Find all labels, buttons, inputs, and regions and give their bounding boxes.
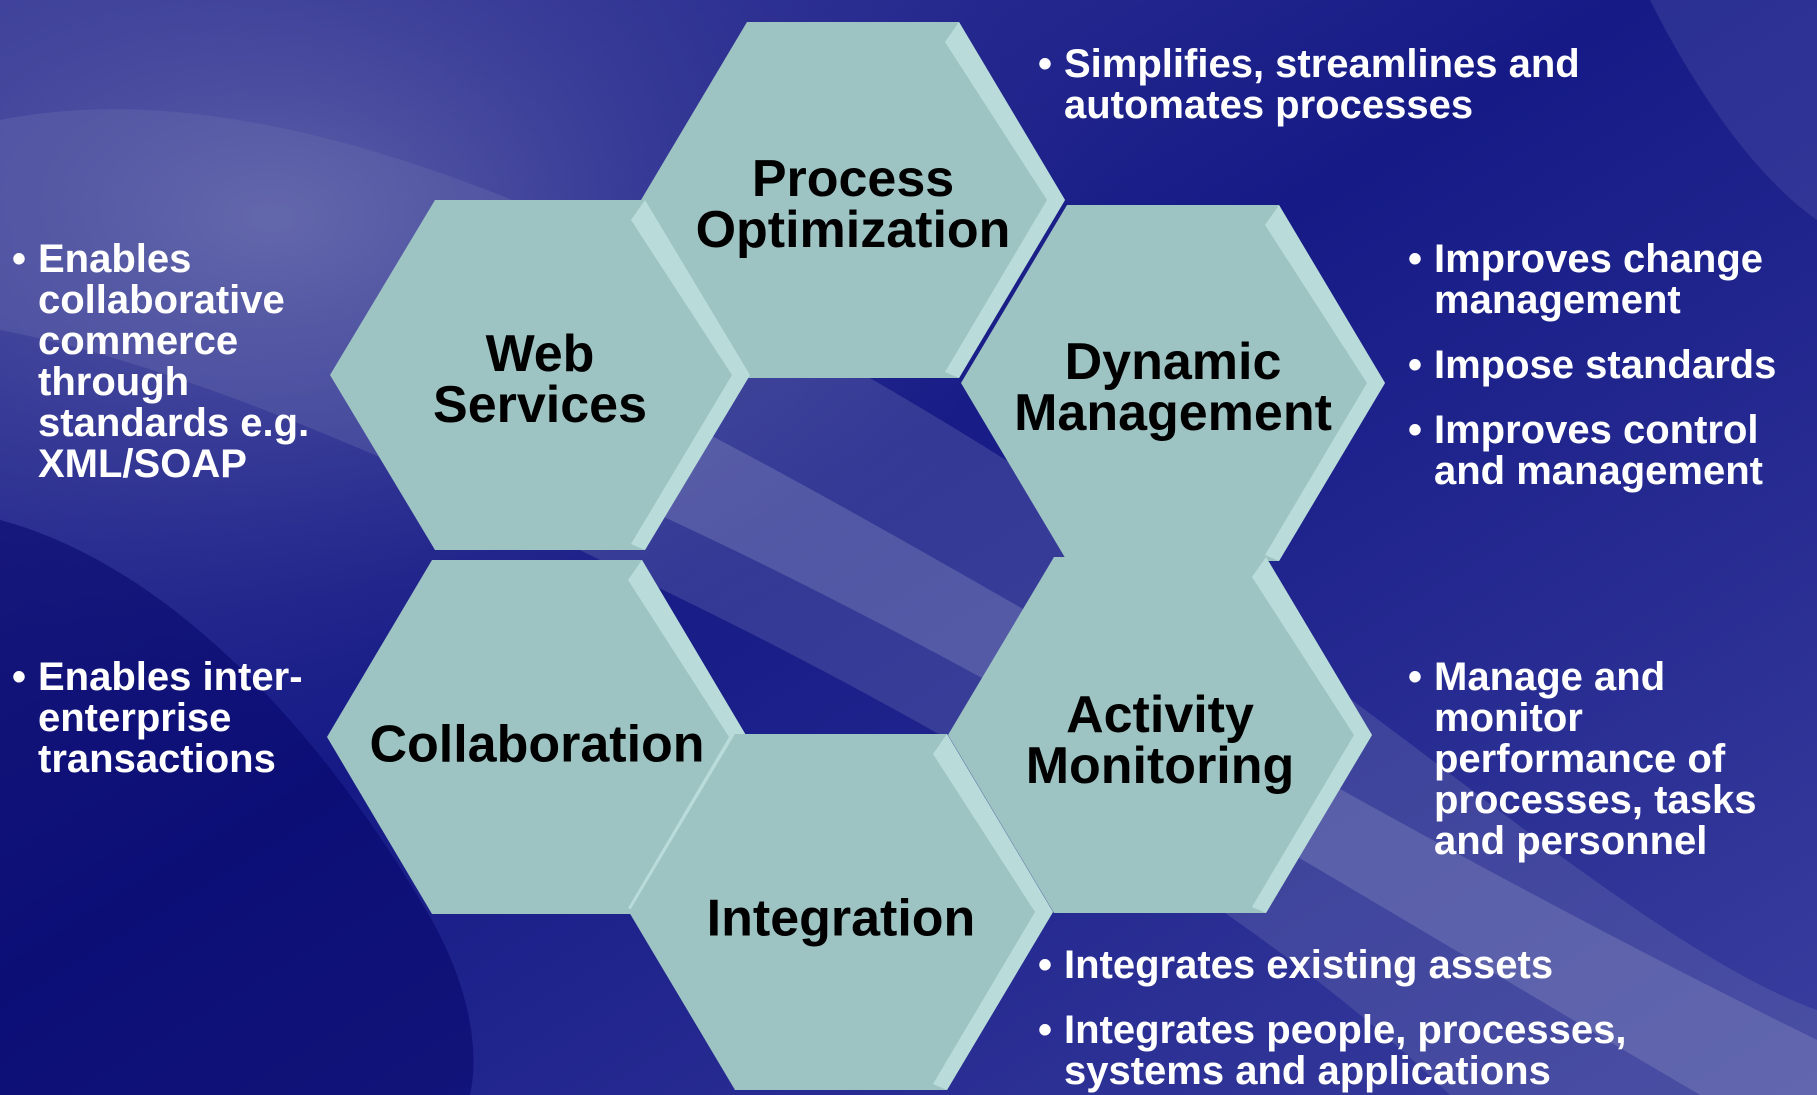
hex-integration <box>629 734 1053 1090</box>
bullet-item: Simplifies, streamlines and automates pr… <box>1038 44 1678 126</box>
hex-face <box>327 560 747 914</box>
process-optimization-bullets: Simplifies, streamlines and automates pr… <box>1038 44 1678 126</box>
hex-side-bevel <box>933 734 1053 912</box>
hex-side-bevel <box>631 200 750 375</box>
bullet-item: Enables collaborative commerce through s… <box>12 239 342 485</box>
dynamic-management-label: Dynamic Management <box>1014 333 1332 442</box>
bullet-item: Integrates existing assets <box>1038 945 1738 987</box>
hex-face <box>961 205 1385 561</box>
hex-side-bevel <box>631 375 750 550</box>
hex-face <box>330 200 750 550</box>
process-optimization-label: Process Optimization <box>695 150 1011 259</box>
hex-dynamic-management <box>961 205 1385 561</box>
collaboration-label: Collaboration <box>369 715 705 774</box>
activity-monitoring-label: Activity Monitoring <box>1025 686 1295 795</box>
integration-bullets: Integrates existing assets Integrates pe… <box>1038 945 1738 1092</box>
hex-face <box>629 734 1053 1090</box>
hex-side-bevel <box>1265 383 1385 561</box>
web-services-label: Web Services <box>433 325 647 434</box>
activity-monitoring-bullets: Manage and monitor performance of proces… <box>1408 657 1817 862</box>
integration-label: Integration <box>706 889 976 948</box>
hex-face <box>948 557 1372 913</box>
hex-side-bevel <box>1252 557 1372 735</box>
hex-web-services <box>330 200 750 550</box>
hex-process-optimization <box>641 22 1065 378</box>
bullet-item: Impose standards <box>1408 345 1817 387</box>
hex-side-bevel <box>628 560 747 737</box>
bullet-item: Improves change management <box>1408 239 1817 321</box>
hex-side-bevel <box>945 200 1065 378</box>
bullet-item: Manage and monitor performance of proces… <box>1408 657 1817 862</box>
hex-side-bevel <box>933 912 1053 1090</box>
hex-face <box>641 22 1065 378</box>
web-services-bullets: Enables collaborative commerce through s… <box>12 239 342 485</box>
bullet-item: Improves control and management <box>1408 410 1817 492</box>
hex-side-bevel <box>1252 735 1372 913</box>
bullet-item: Integrates people, processes, systems an… <box>1038 1010 1738 1092</box>
dynamic-management-bullets: Improves change management Impose standa… <box>1408 239 1817 492</box>
collaboration-bullets: Enables inter- enterprise transactions <box>12 657 342 780</box>
hex-side-bevel <box>1265 205 1385 383</box>
hex-side-bevel <box>945 22 1065 200</box>
hex-activity-monitoring <box>948 557 1372 913</box>
bullet-item: Enables inter- enterprise transactions <box>12 657 342 780</box>
